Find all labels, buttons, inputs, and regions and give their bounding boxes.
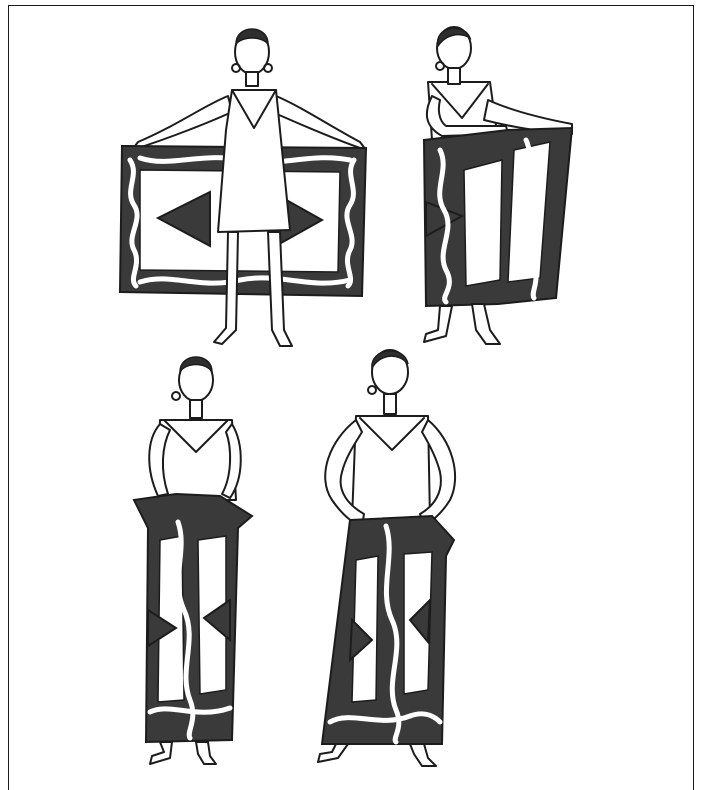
right-foot	[410, 744, 436, 766]
panel-step-3	[134, 357, 252, 764]
panel-step-2	[424, 27, 572, 344]
earring	[172, 392, 180, 400]
torso	[352, 416, 430, 520]
earring	[436, 62, 444, 70]
panel-step-1	[120, 29, 366, 346]
left-leg	[424, 306, 452, 342]
left-foot	[318, 744, 348, 762]
panel-step-4	[318, 350, 455, 766]
left-arm	[132, 96, 232, 150]
earring	[232, 64, 240, 72]
left-foot	[150, 742, 172, 764]
right-foot	[196, 742, 216, 764]
right-arm	[272, 96, 366, 150]
right-leg	[472, 304, 500, 344]
wrap-cloth	[322, 516, 454, 744]
wrap-cloth	[134, 494, 252, 742]
wrap-cloth	[424, 128, 572, 306]
earring	[368, 386, 376, 394]
